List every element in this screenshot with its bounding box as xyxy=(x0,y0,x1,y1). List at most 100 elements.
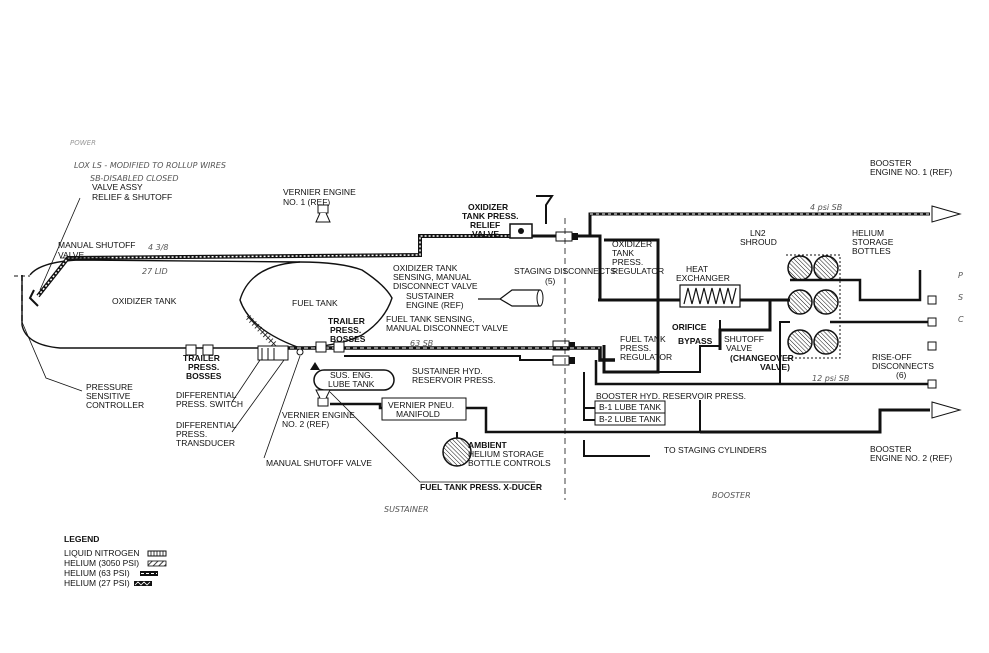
note-psc-c: C xyxy=(958,315,964,324)
label-vernier-2-b: NO. 2 (REF) xyxy=(282,419,329,429)
legend-title: LEGEND xyxy=(64,534,99,544)
label-booster-2-b: ENGINE NO. 2 (REF) xyxy=(870,453,952,463)
label-sustainer-hyd-b: RESERVOIR PRESS. xyxy=(412,375,495,385)
label-staging-count: (5) xyxy=(545,276,556,286)
legend-label-ln2: LIQUID NITROGEN xyxy=(64,548,140,558)
label-trailer-1-b: PRESS. xyxy=(188,362,219,372)
label-helium-bottles-c: BOTTLES xyxy=(852,246,891,256)
label-sustainer-hyd-a: SUSTAINER HYD. xyxy=(412,366,483,376)
label-lube-a: SUS. ENG. xyxy=(330,370,373,380)
label-fuel-reg-c: REGULATOR xyxy=(620,352,672,362)
labels-layer: VALVE ASSY RELIEF & SHUTOFF MANUAL SHUTO… xyxy=(58,158,952,492)
label-valve-assy: VALVE ASSY xyxy=(92,182,143,192)
label-rise-off-b: DISCONNECTS xyxy=(872,361,934,371)
label-rise-off-c: (6) xyxy=(896,370,907,380)
helium-storage-bottles xyxy=(786,254,841,359)
label-ox-reg-a: OXIDIZER xyxy=(612,239,652,249)
note-4-psi: 4 psi SB xyxy=(810,203,842,212)
b2-lube-tank-box xyxy=(594,412,666,426)
legend-label-he3050: HELIUM (3050 PSI) xyxy=(64,558,139,568)
label-diff-transducer-a: DIFFERENTIAL xyxy=(176,420,237,430)
staging-disconnect-top xyxy=(555,231,578,242)
label-booster-2-a: BOOSTER xyxy=(870,444,912,454)
label-controller-c: CONTROLLER xyxy=(86,400,144,410)
label-ox-relief-a: OXIDIZER xyxy=(468,202,508,212)
note-psc-s: S xyxy=(958,293,963,302)
label-trailer-1-c: BOSSES xyxy=(186,371,222,381)
note-booster: BOOSTER xyxy=(712,491,751,500)
label-diff-transducer-b: PRESS. xyxy=(176,429,207,439)
lube-tank-arrow xyxy=(310,362,320,370)
note-4-318: 4 3/8 xyxy=(148,243,169,252)
label-to-staging-cylinders: TO STAGING CYLINDERS xyxy=(664,445,767,455)
label-diff-transducer-c: TRANSDUCER xyxy=(176,438,235,448)
label-trailer-1-a: TRAILER xyxy=(183,353,220,363)
label-lube-b: LUBE TANK xyxy=(328,379,375,389)
label-shutoff-valve-a: SHUTOFF xyxy=(724,334,764,344)
label-ox-sensing-b: SENSING, MANUAL xyxy=(393,272,472,282)
label-oxidizer-tank: OXIDIZER TANK xyxy=(112,296,177,306)
staging-disconnect-mid xyxy=(552,340,575,351)
label-b1-lube: B-1 LUBE TANK xyxy=(599,402,661,412)
label-rise-off-a: RISE-OFF xyxy=(872,352,912,362)
rise-off-disconnect-plugs xyxy=(927,295,937,389)
label-fuel-sensing-b: MANUAL DISCONNECT VALVE xyxy=(386,323,508,333)
label-ox-reg-c: PRESS. xyxy=(612,257,643,267)
legend-swatch-he3050 xyxy=(147,560,167,567)
label-staging-disconnects: STAGING DISCONNECTS xyxy=(514,266,616,276)
label-ox-sensing-a: OXIDIZER TANK xyxy=(393,263,458,273)
trailer-press-bosses-2-shape xyxy=(315,341,345,353)
booster-helium-plumbing xyxy=(583,270,930,457)
label-heat-exchanger-b: EXCHANGER xyxy=(676,273,730,283)
helium-3050-segment xyxy=(244,313,304,361)
trailer-press-bosses-1-shape xyxy=(185,344,214,356)
sus-eng-lube-tank-shape xyxy=(313,369,395,391)
label-changeover-b: VALVE) xyxy=(760,362,790,372)
note-power: POWER xyxy=(70,139,96,147)
label-vernier-1-a: VERNIER ENGINE xyxy=(283,187,356,197)
label-heat-exchanger-a: HEAT xyxy=(686,264,708,274)
label-ox-reg-b: TANK xyxy=(612,248,634,258)
label-relief-shutoff: RELIEF & SHUTOFF xyxy=(92,192,172,202)
label-booster-hyd: BOOSTER HYD. RESERVOIR PRESS. xyxy=(596,391,746,401)
legend-swatch-ln2 xyxy=(147,550,167,557)
oxidizer-tank xyxy=(14,259,301,349)
label-fuel-xducer: FUEL TANK PRESS. X-DUCER xyxy=(420,482,542,492)
label-trailer-2-b: PRESS. xyxy=(330,325,361,335)
label-b2-lube: B-2 LUBE TANK xyxy=(599,414,661,424)
label-ox-relief-c: RELIEF xyxy=(470,220,500,230)
label-diff-switch-a: DIFFERENTIAL xyxy=(176,390,237,400)
note-12-psi: 12 psi SB xyxy=(812,374,849,383)
label-fuel-tank: FUEL TANK xyxy=(292,298,338,308)
note-63-sb: 63 SB xyxy=(410,339,433,348)
label-ox-relief-d: VALVE xyxy=(472,229,499,239)
label-valve-word: VALVE xyxy=(58,250,84,260)
ox-relief-valve xyxy=(509,195,554,239)
heat-exchanger-shape xyxy=(679,284,741,308)
label-ox-reg-d: REGULATOR xyxy=(612,266,664,276)
oxidizer-press-line xyxy=(36,234,660,302)
label-changeover-a: (CHANGEOVER xyxy=(730,353,794,363)
note-lox: LOX LS - MODIFIED TO ROLLUP WIRES xyxy=(74,161,226,170)
label-vernier-manifold-a: VERNIER PNEU. xyxy=(388,400,454,410)
label-ambient-c: BOTTLE CONTROLS xyxy=(468,458,551,468)
label-ln2-a: LN2 xyxy=(750,228,766,238)
fuel-xducer-leader xyxy=(329,391,535,483)
booster-engine-2-shape xyxy=(931,401,962,419)
sustainer-hyd-line xyxy=(344,355,553,361)
label-ambient-b: HELIUM STORAGE xyxy=(468,449,544,459)
label-vernier-1-b: NO. 1 (REF) xyxy=(283,197,330,207)
sustainer-engine-shape xyxy=(478,289,544,307)
note-sb-disabled: SB-DISABLED CLOSED xyxy=(90,174,178,183)
handwritten-layer: POWER LOX LS - MODIFIED TO ROLLUP WIRES … xyxy=(70,139,964,514)
label-trailer-2-c: BOSSES xyxy=(330,334,366,344)
label-orifice: ORIFICE xyxy=(672,322,707,332)
label-booster-1-a: BOOSTER xyxy=(870,158,912,168)
label-ln2-b: SHROUD xyxy=(740,237,777,247)
label-ambient-a: AMBIENT xyxy=(468,440,508,450)
legend-swatch-he63 xyxy=(140,571,158,576)
label-vernier-manifold-b: MANIFOLD xyxy=(396,409,440,419)
label-ox-sensing-c: DISCONNECT VALVE xyxy=(393,281,478,291)
note-psc-p: P xyxy=(958,271,963,280)
